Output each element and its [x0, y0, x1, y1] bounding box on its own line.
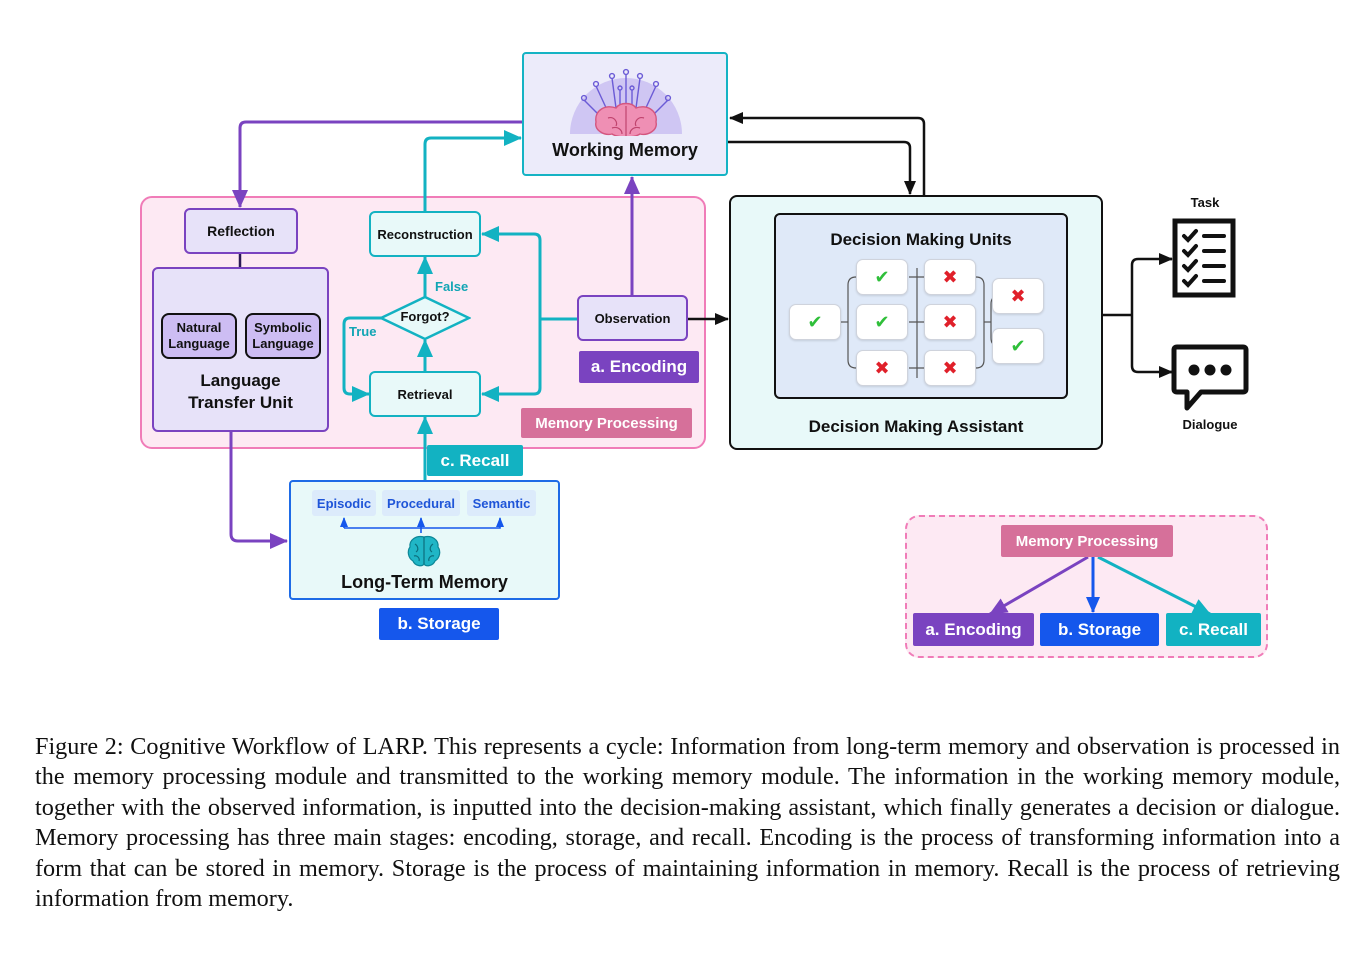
- brain-circuit-icon: [570, 68, 682, 136]
- arrow-reconstruction-to-working-memory: [423, 130, 522, 211]
- decision-making-units-label: Decision Making Units: [830, 230, 1012, 249]
- checklist-icon: [1172, 218, 1236, 298]
- check-icon: ✔: [1010, 335, 1026, 357]
- symbolic-language-box: Symbolic Language: [245, 313, 321, 359]
- observation-box: Observation: [577, 295, 688, 341]
- arrow-working-memory-to-reflection: [232, 120, 522, 208]
- episodic-tag: Episodic: [312, 490, 376, 516]
- check-icon: ✔: [807, 311, 823, 333]
- decision-unit-check: ✔: [856, 304, 908, 340]
- cross-icon: ✖: [942, 357, 958, 379]
- arrow-ltu-to-long-term-memory: [229, 432, 288, 549]
- decision-unit-check: ✔: [856, 259, 908, 295]
- forgot-decision-diamond: [379, 295, 471, 341]
- decision-unit-cross: ✖: [924, 304, 976, 340]
- legend-memory-processing-tag: Memory Processing: [1001, 525, 1173, 557]
- legend-storage-tag: b. Storage: [1040, 613, 1159, 646]
- natural-language-box: Natural Language: [161, 313, 237, 359]
- cross-icon: ✖: [874, 357, 890, 379]
- working-memory-box: Working Memory: [522, 52, 728, 176]
- legend-arrow-recall: [1097, 555, 1211, 616]
- brain-icon: [407, 535, 441, 567]
- encoding-tag: a. Encoding: [579, 351, 699, 383]
- cognitive-workflow-diagram: Working Memory Decision Making Units Dec…: [140, 52, 1268, 658]
- arrow-observation-to-retrieval: [481, 319, 542, 402]
- dialogue-label: Dialogue: [1182, 417, 1238, 432]
- ltm-branch-lines: [343, 519, 501, 533]
- semantic-tag: Semantic: [467, 490, 536, 516]
- decision-unit-cross: ✖: [856, 350, 908, 386]
- connector-layer: [202, 112, 1211, 616]
- arrow-assistant-to-working-memory: [729, 112, 926, 195]
- arrow-assistant-outputs: [1103, 257, 1172, 374]
- long-term-memory-label: Long-Term Memory: [341, 572, 508, 592]
- cross-icon: ✖: [1010, 285, 1026, 307]
- arrow-observation-to-reconstruction: [481, 226, 577, 321]
- task-label: Task: [1190, 195, 1220, 210]
- cross-icon: ✖: [942, 311, 958, 333]
- reconstruction-box: Reconstruction: [369, 211, 481, 257]
- arrow-working-memory-to-assistant: [728, 140, 916, 195]
- arrow-forgot-true-to-retrieval: [342, 316, 382, 402]
- storage-tag: b. Storage: [379, 608, 499, 640]
- legend-recall-tag: c. Recall: [1166, 613, 1261, 646]
- forgot-label: Forgot?: [400, 309, 450, 324]
- legend-encoding-tag: a. Encoding: [913, 613, 1034, 646]
- cross-icon: ✖: [942, 266, 958, 288]
- figure-caption: Figure 2: Cognitive Workflow of LARP. Th…: [35, 733, 1340, 913]
- decision-unit-cross: ✖: [992, 278, 1044, 314]
- memory-processing-tag: Memory Processing: [521, 408, 692, 438]
- false-label: False: [435, 279, 469, 294]
- chat-bubble-icon: [1171, 344, 1249, 411]
- check-icon: ✔: [874, 266, 890, 288]
- decision-unit-cross: ✖: [924, 259, 976, 295]
- check-icon: ✔: [874, 311, 890, 333]
- reflection-box: Reflection: [184, 208, 298, 254]
- decision-making-assistant-label: Decision Making Assistant: [808, 417, 1024, 436]
- decision-unit-check: ✔: [789, 304, 841, 340]
- decision-unit-check: ✔: [992, 328, 1044, 364]
- recall-tag: c. Recall: [427, 445, 523, 476]
- language-transfer-unit-label: Language Transfer Unit: [188, 371, 293, 412]
- decision-unit-cross: ✖: [924, 350, 976, 386]
- working-memory-label: Working Memory: [552, 140, 698, 160]
- legend-arrow-encoding: [989, 555, 1089, 616]
- procedural-tag: Procedural: [382, 490, 460, 516]
- true-label: True: [349, 324, 377, 339]
- retrieval-box: Retrieval: [369, 371, 481, 417]
